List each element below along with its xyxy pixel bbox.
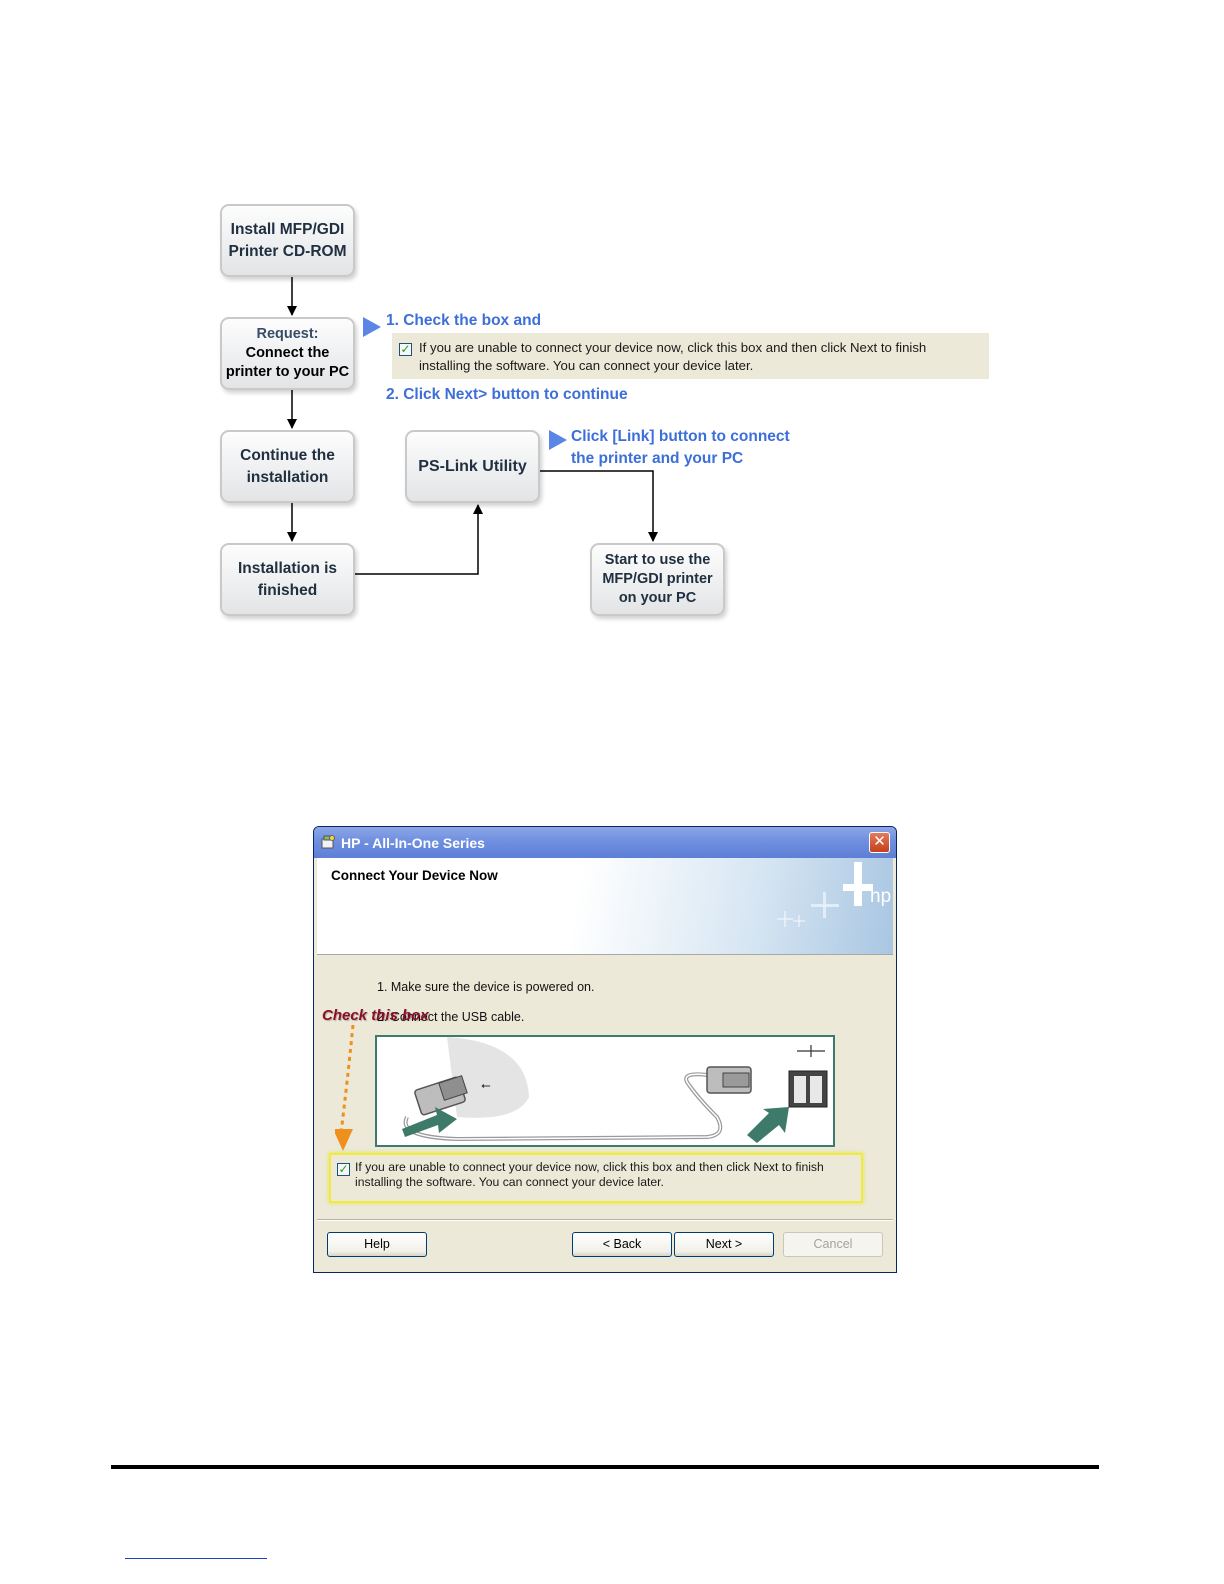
pointer-triangle-icon <box>363 317 381 337</box>
checkbox-checked-icon: ✓ <box>399 342 412 356</box>
instruction-step-2: 2. Connect the USB cable. <box>377 1010 525 1024</box>
checkbox-explanation-text: If you are unable to connect your device… <box>419 340 927 373</box>
arrow-finished-to-pslink <box>355 504 483 575</box>
request-label: Request: <box>256 326 319 342</box>
box-start-using-printer: Start to use the MFP/GDI printer on your… <box>590 543 725 616</box>
dialog-header-banner: Connect Your Device Now hp <box>317 858 893 954</box>
next-button[interactable]: Next > <box>674 1232 774 1257</box>
checkbox-highlight-frame: ✓ If you are unable to connect your devi… <box>329 1153 863 1203</box>
close-button[interactable]: ✕ <box>869 832 890 853</box>
annotation-link: Click [Link] button to connect the print… <box>571 428 790 467</box>
close-icon: ✕ <box>873 833 886 850</box>
dialog-title: HP - All-In-One Series <box>341 835 485 851</box>
arrow-pslink-to-start <box>540 470 658 542</box>
request-body: Connect the printer to your PC <box>225 345 350 380</box>
page-footer-rule <box>111 1465 1099 1469</box>
dialog-footer-divider <box>317 1219 893 1221</box>
dialog-content: 1. Make sure the device is powered on. 2… <box>317 955 893 1218</box>
cancel-button[interactable]: Cancel <box>783 1232 883 1257</box>
box-install-cdrom: Install MFP/GDI Printer CD-ROM <box>220 204 355 277</box>
back-button[interactable]: < Back <box>572 1232 672 1257</box>
help-button[interactable]: Help <box>327 1232 427 1257</box>
instruction-step-1: 1. Make sure the device is powered on. <box>377 980 595 994</box>
svg-text:hp: hp <box>870 886 891 907</box>
annotation-step1: 1. Check the box and <box>386 312 542 329</box>
annotation-step2: 2. Click Next> button to continue <box>386 386 628 403</box>
pointer-triangle-icon <box>549 430 567 450</box>
box-installation-finished: Installation is finished <box>220 543 355 616</box>
box-request-connect: Request: Connect the printer to your PC <box>220 317 355 390</box>
installation-flowchart: Install MFP/GDI Printer CD-ROM Request: … <box>0 0 1224 640</box>
skip-connection-checkbox[interactable]: ✓ <box>337 1162 350 1176</box>
usb-connection-illustration: ⭠ <box>375 1035 835 1147</box>
banner-divider <box>317 954 893 955</box>
usb-cable-icon: ⭠ <box>402 1037 828 1143</box>
banner-title: Connect Your Device Now <box>331 868 498 883</box>
checkbox-screenshot-strip: ✓ If you are unable to connect your devi… <box>392 333 989 379</box>
skip-connection-label: If you are unable to connect your device… <box>355 1160 824 1189</box>
box-pslink-utility: PS-Link Utility <box>405 430 540 503</box>
hp-plus-logo-icon: hp <box>777 862 891 927</box>
check-box-hint-label: Check this box <box>322 1007 429 1024</box>
box-continue-installation: Continue the installation <box>220 430 355 503</box>
hp-setup-dialog: HP - All-In-One Series ✕ Connect Your De… <box>313 826 897 1273</box>
installer-app-icon <box>321 835 335 849</box>
dialog-titlebar[interactable]: HP - All-In-One Series ✕ <box>314 827 896 858</box>
flowchart-connectors <box>287 277 658 575</box>
footnote-separator <box>125 1558 267 1559</box>
hint-arrow-icon <box>335 1025 355 1151</box>
svg-text:⭠: ⭠ <box>481 1078 491 1092</box>
